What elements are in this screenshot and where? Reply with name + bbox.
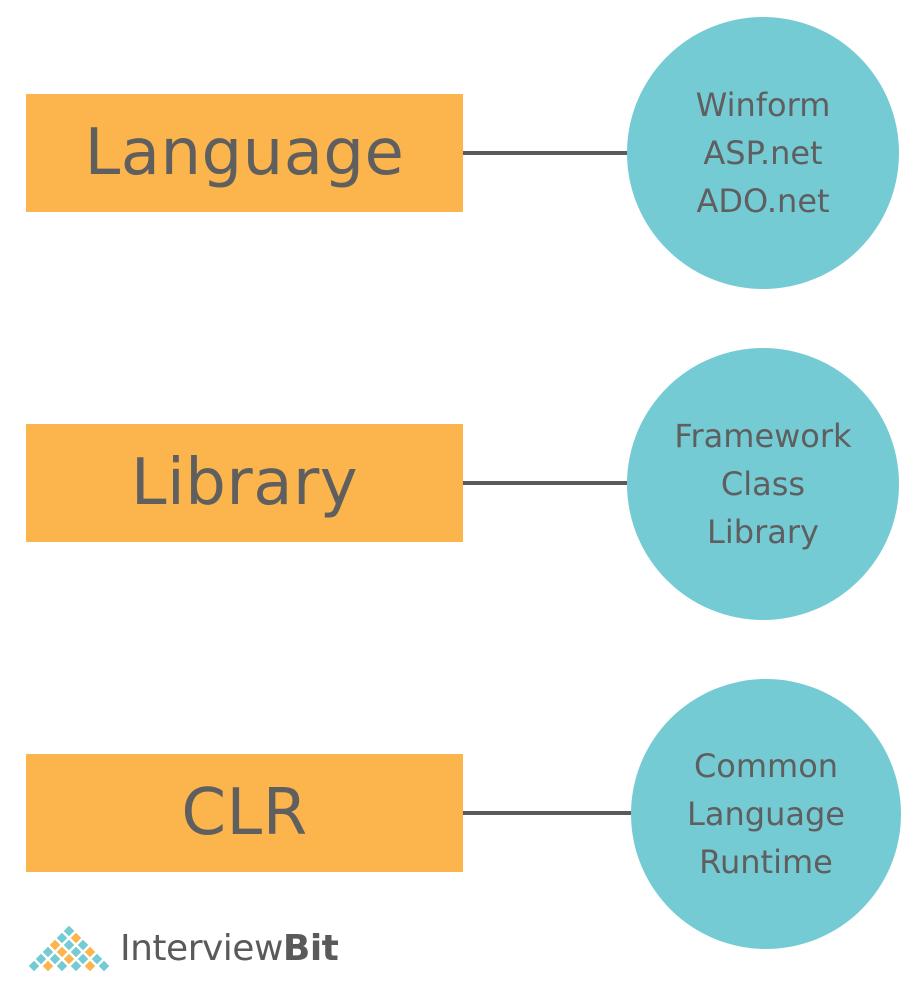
circle-line: Winform — [695, 86, 831, 124]
connector-line — [463, 811, 633, 815]
circle-line: Runtime — [699, 843, 833, 881]
circle-line: Common — [693, 747, 839, 785]
detail-circle-language: Winform ASP.net ADO.net — [627, 17, 899, 289]
layer-box-clr: CLR — [26, 754, 463, 872]
circle-line: Framework — [674, 417, 852, 455]
layer-label: CLR — [181, 776, 308, 850]
layer-box-library: Library — [26, 424, 463, 542]
logo-text-bold: Bit — [282, 927, 339, 969]
diamond-grid-icon — [27, 924, 111, 973]
logo-text-light: Interview — [120, 927, 283, 969]
interviewbit-logo: InterviewBit — [26, 920, 339, 976]
logo-wordmark: InterviewBit — [120, 927, 339, 969]
circle-line: Class — [720, 465, 806, 503]
circle-line: ADO.net — [696, 182, 830, 220]
connector-line — [463, 481, 629, 485]
circle-line: ASP.net — [703, 134, 823, 172]
layer-box-language: Language — [26, 94, 463, 212]
circle-line: Library — [707, 513, 819, 551]
connector-line — [463, 151, 629, 155]
layer-label: Library — [130, 446, 359, 520]
detail-circle-library: Framework Class Library — [627, 348, 899, 620]
detail-circle-clr: Common Language Runtime — [631, 679, 901, 949]
circle-line: Language — [687, 795, 845, 833]
layer-label: Language — [84, 116, 405, 190]
